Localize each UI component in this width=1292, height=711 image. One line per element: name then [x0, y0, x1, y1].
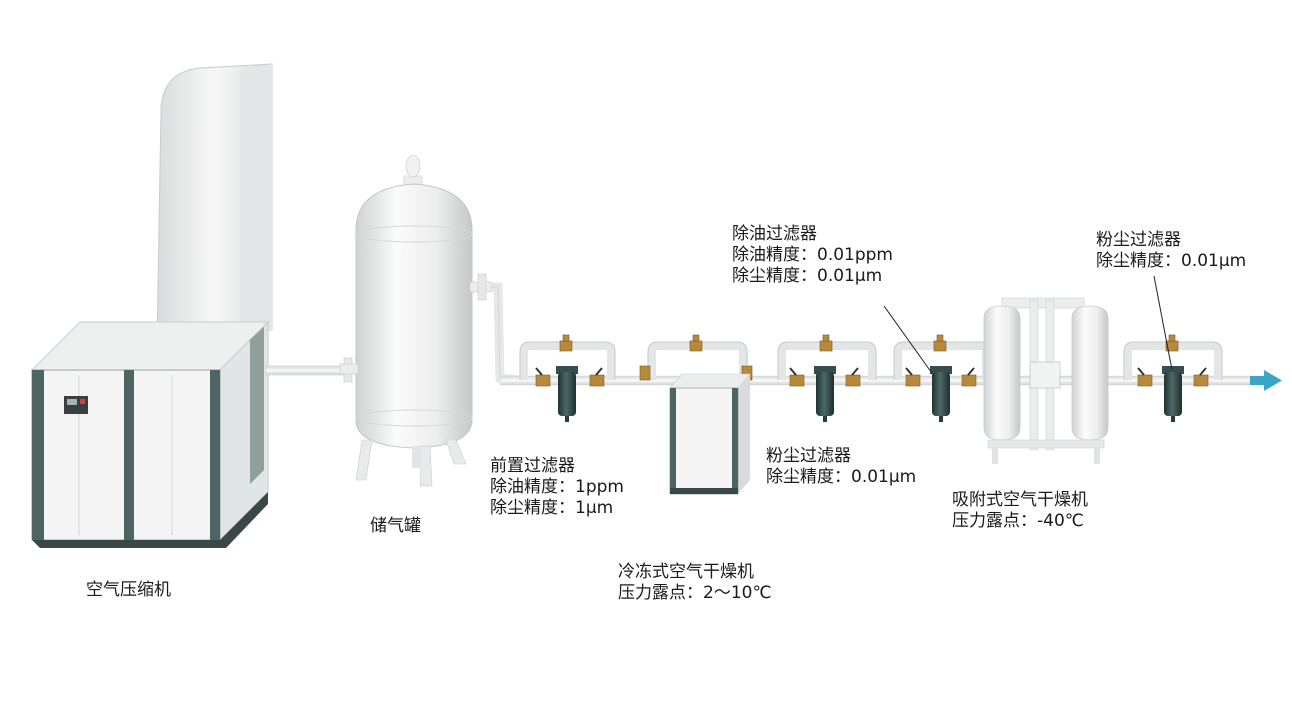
pre-filter	[556, 366, 578, 422]
pre-filter-oil-spec: 除油精度：1ppm	[490, 477, 624, 498]
adsorption-dryer	[984, 298, 1108, 464]
oil-filter-label: 除油过滤器 除油精度：0.01ppm 除尘精度：0.01μm	[732, 224, 893, 287]
refrigerated-dryer	[670, 374, 750, 494]
tank-name: 储气罐	[370, 516, 421, 537]
oil-filter-oil-spec: 除油精度：0.01ppm	[732, 245, 893, 266]
pre-filter-name: 前置过滤器	[490, 456, 624, 477]
outlet-arrow-icon	[1250, 370, 1282, 391]
pre-filter-label: 前置过滤器 除油精度：1ppm 除尘精度：1μm	[490, 456, 624, 519]
refrigerated-dryer-label: 冷冻式空气干燥机 压力露点：2～10℃	[618, 562, 772, 604]
dust-filter-1-label: 粉尘过滤器 除尘精度：0.01μm	[766, 446, 916, 488]
dust-filter-1-dust-spec: 除尘精度：0.01μm	[766, 467, 916, 488]
oil-filter-callout-line	[884, 306, 934, 376]
adsorption-dryer-dew-point: 压力露点：-40℃	[952, 511, 1088, 532]
adsorption-dryer-name: 吸附式空气干燥机	[952, 490, 1088, 511]
dust-filter-1-name: 粉尘过滤器	[766, 446, 916, 467]
compressor-label: 空气压缩机	[86, 580, 171, 601]
air-tank	[340, 155, 492, 486]
oil-filter-dust-spec: 除尘精度：0.01μm	[732, 266, 893, 287]
refrigerated-dryer-name: 冷冻式空气干燥机	[618, 562, 772, 583]
air-compressor	[32, 64, 272, 548]
dust-filter-2	[1162, 366, 1184, 422]
pre-filter-dust-spec: 除尘精度：1μm	[490, 498, 624, 519]
compressor-name: 空气压缩机	[86, 580, 171, 601]
dust-filter-2-label: 粉尘过滤器 除尘精度：0.01μm	[1096, 230, 1246, 272]
adsorption-dryer-label: 吸附式空气干燥机 压力露点：-40℃	[952, 490, 1088, 532]
oil-filter-name: 除油过滤器	[732, 224, 893, 245]
dust-filter-2-callout-line	[1154, 276, 1172, 370]
dust-filter-2-name: 粉尘过滤器	[1096, 230, 1246, 251]
dust-filter-2-dust-spec: 除尘精度：0.01μm	[1096, 251, 1246, 272]
tank-label: 储气罐	[370, 516, 421, 537]
bypass-loops	[524, 346, 1218, 380]
refrigerated-dryer-dew-point: 压力露点：2～10℃	[618, 583, 772, 604]
dust-filter-1	[814, 366, 836, 422]
